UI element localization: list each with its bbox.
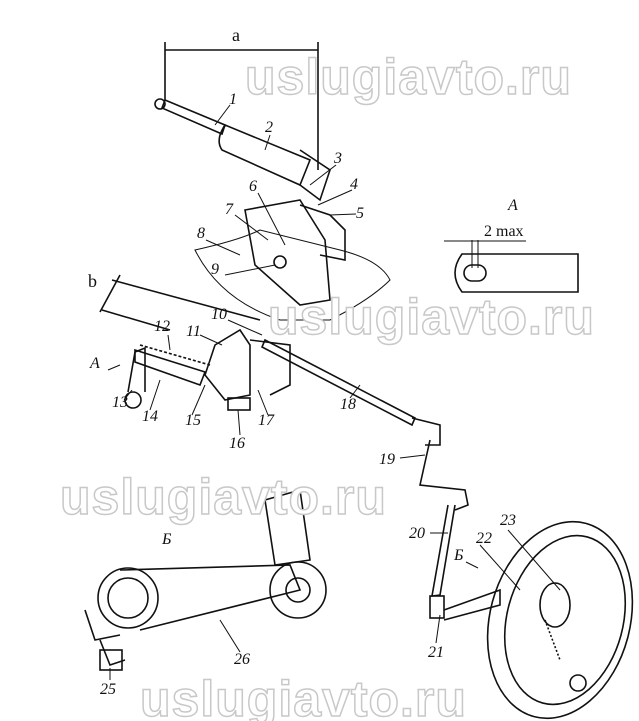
callout-13: 13 (112, 394, 128, 411)
callout-9: 9 (211, 261, 219, 278)
callout-14: 14 (142, 408, 158, 425)
ratchet-housing (194, 199, 391, 321)
callout-18: 18 (340, 396, 356, 413)
gap-label: 2 max (484, 223, 524, 240)
callout-22: 22 (476, 530, 492, 547)
callout-15: 15 (185, 412, 201, 429)
dimension-b-label: b (88, 271, 97, 291)
leader-lines (107, 104, 561, 680)
callout-5: 5 (356, 205, 364, 222)
callout-2: 2 (265, 119, 273, 136)
intermediate-lever (124, 328, 291, 411)
dimension-a-label: a (232, 25, 240, 45)
callout-16: 16 (229, 435, 245, 452)
view-b-arrow-label: Б (454, 547, 464, 564)
watermark: uslugiavto.ru (139, 671, 467, 721)
detail-b-lever (84, 488, 327, 671)
watermark: uslugiavto.ru (59, 469, 387, 525)
callout-12: 12 (154, 318, 170, 335)
cross-shaft (260, 338, 417, 427)
brake-drum (486, 520, 634, 720)
callout-25: 25 (100, 681, 116, 698)
dimension-b-lines (99, 274, 261, 331)
callout-20: 20 (409, 525, 425, 542)
callout-11: 11 (186, 323, 201, 340)
view-a-arrow-label: A (90, 355, 100, 372)
callout-21: 21 (428, 644, 444, 661)
callout-7: 7 (225, 201, 233, 218)
callout-8: 8 (197, 225, 205, 242)
view-a-title: A (508, 197, 518, 214)
callout-1: 1 (229, 91, 237, 108)
callout-4: 4 (350, 176, 358, 193)
callout-6: 6 (249, 178, 257, 195)
dimension-a-lines (164, 42, 319, 170)
handle-rod (154, 98, 331, 202)
watermark: uslugiavto.ru (244, 49, 572, 105)
watermark: uslugiavto.ru (267, 289, 595, 345)
callout-10: 10 (211, 306, 227, 323)
detail-a-drawing (444, 240, 579, 293)
callout-26: 26 (234, 651, 250, 668)
view-b-title: Б (162, 531, 172, 548)
callout-17: 17 (258, 412, 274, 429)
callout-23: 23 (500, 512, 516, 529)
callout-19: 19 (379, 451, 395, 468)
callout-3: 3 (334, 150, 342, 167)
rear-linkage (411, 417, 501, 621)
